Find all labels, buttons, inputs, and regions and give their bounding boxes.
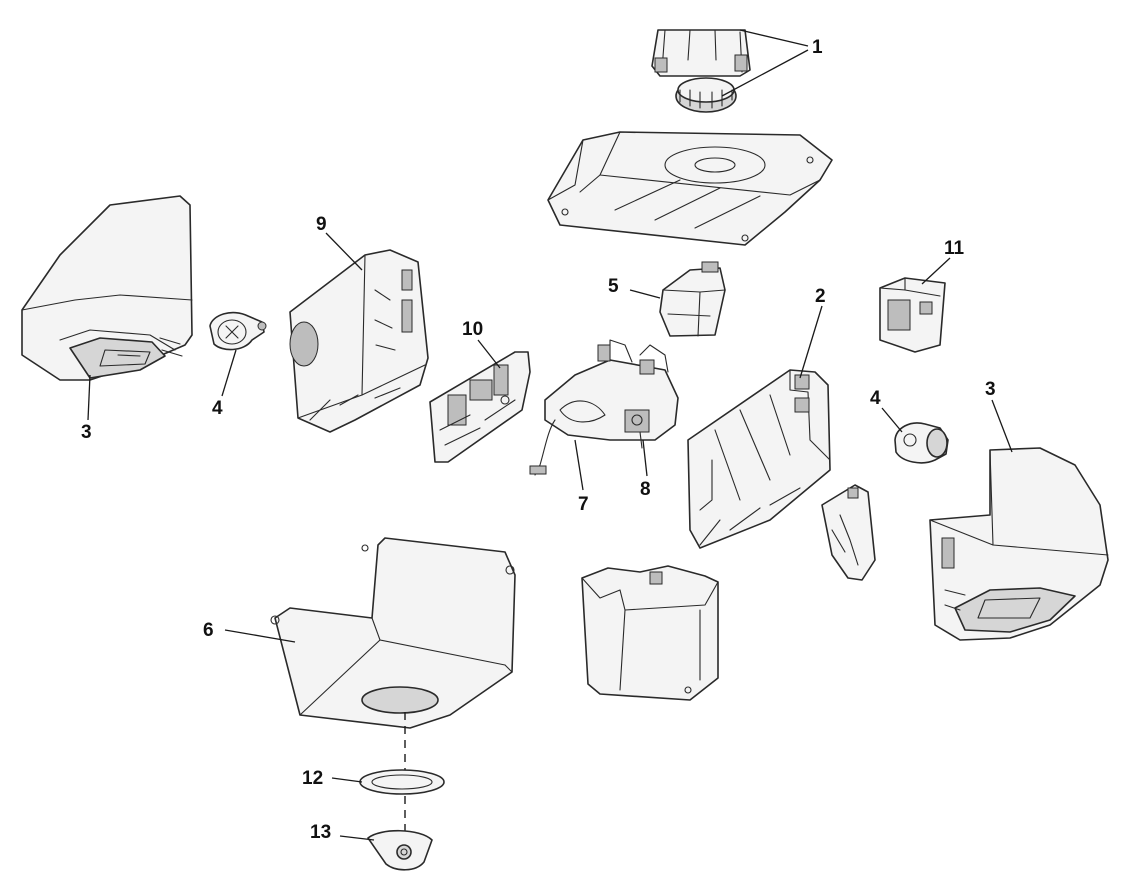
part-9-housing	[289, 249, 429, 433]
part-5-capacitor	[659, 261, 726, 337]
leader-4-left	[221, 349, 237, 397]
leader-7	[574, 439, 584, 491]
leader-13	[339, 835, 375, 841]
leader-8	[642, 439, 648, 477]
part-2-bracket	[687, 369, 831, 549]
part-1-sprocket-assembly	[651, 29, 751, 113]
leader-lines	[87, 29, 1013, 841]
leader-6	[224, 629, 296, 643]
leader-2	[799, 305, 823, 379]
callout-12: 12	[302, 768, 323, 789]
callout-10: 10	[462, 319, 483, 340]
callout-1: 1	[812, 37, 823, 58]
part-7-8-harness-switch	[529, 339, 679, 476]
part-3-right-end-cover	[929, 447, 1109, 641]
callout-7: 7	[578, 494, 589, 515]
chassis-plate	[547, 131, 833, 246]
callout-8: 8	[640, 479, 651, 500]
callout-4-left: 4	[212, 398, 223, 419]
callout-9: 9	[316, 214, 327, 235]
leader-4-right	[881, 407, 903, 433]
callout-4-right: 4	[870, 388, 881, 409]
leader-5	[629, 289, 661, 299]
leader-3-right	[991, 399, 1013, 453]
center-housing	[581, 565, 719, 701]
callout-11: 11	[944, 238, 965, 259]
part-13-lens	[367, 829, 433, 871]
small-bracket	[821, 484, 876, 581]
part-11-module	[879, 277, 946, 353]
leader-11	[921, 257, 951, 285]
callout-labels: 1 2 3 3 4 4 5 6 7 8 9 10 11 12 13	[81, 37, 996, 843]
part-3-left-end-cover	[21, 195, 193, 381]
callout-13: 13	[310, 822, 331, 843]
part-12-ring	[359, 769, 445, 795]
part-10-circuit-board	[429, 351, 531, 463]
callout-5: 5	[608, 276, 619, 297]
callout-3-left: 3	[81, 422, 92, 443]
callout-3-right: 3	[985, 379, 996, 400]
part-6-bottom-cover	[270, 537, 516, 729]
leader-1b	[721, 49, 809, 97]
part-4-right-socket	[894, 422, 949, 464]
leader-9	[325, 232, 363, 271]
leader-3-left	[87, 374, 91, 421]
leader-1a	[739, 29, 809, 47]
callout-2: 2	[815, 286, 826, 307]
leader-12	[331, 777, 363, 783]
leader-10	[477, 339, 501, 369]
callout-6: 6	[203, 620, 214, 641]
part-4-left-socket	[209, 311, 267, 351]
